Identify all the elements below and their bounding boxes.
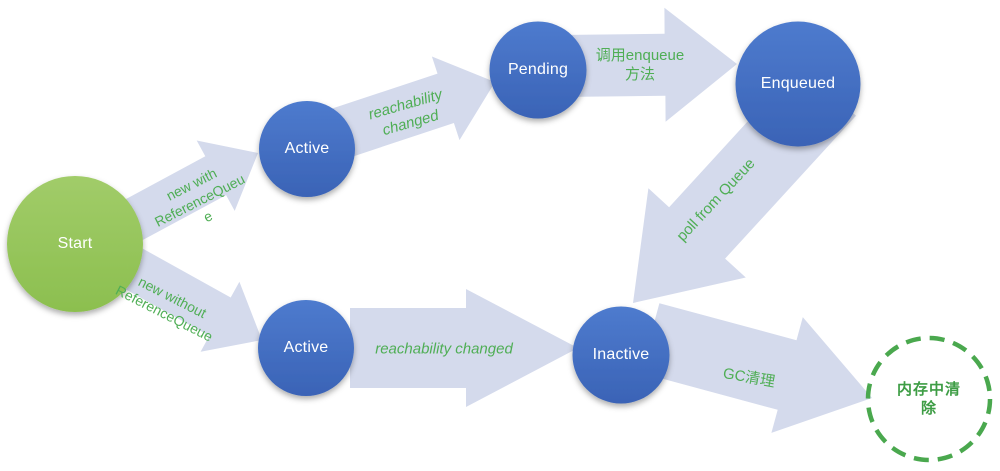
node-start-circle [7, 176, 143, 312]
node-active-upper-circle [259, 101, 355, 197]
node-inactive-circle [572, 306, 670, 404]
arrow-active-to-inactive [350, 289, 578, 407]
node-pending-circle [489, 21, 587, 119]
arrow-pending-to-enqueued [559, 7, 737, 122]
node-enqueued-circle [735, 21, 861, 147]
arrow-active-to-pending [311, 56, 495, 165]
node-active-lower-circle [258, 300, 354, 396]
arrow-inactive-to-cleared [640, 303, 872, 433]
node-cleared-dashed-circle [865, 335, 993, 463]
